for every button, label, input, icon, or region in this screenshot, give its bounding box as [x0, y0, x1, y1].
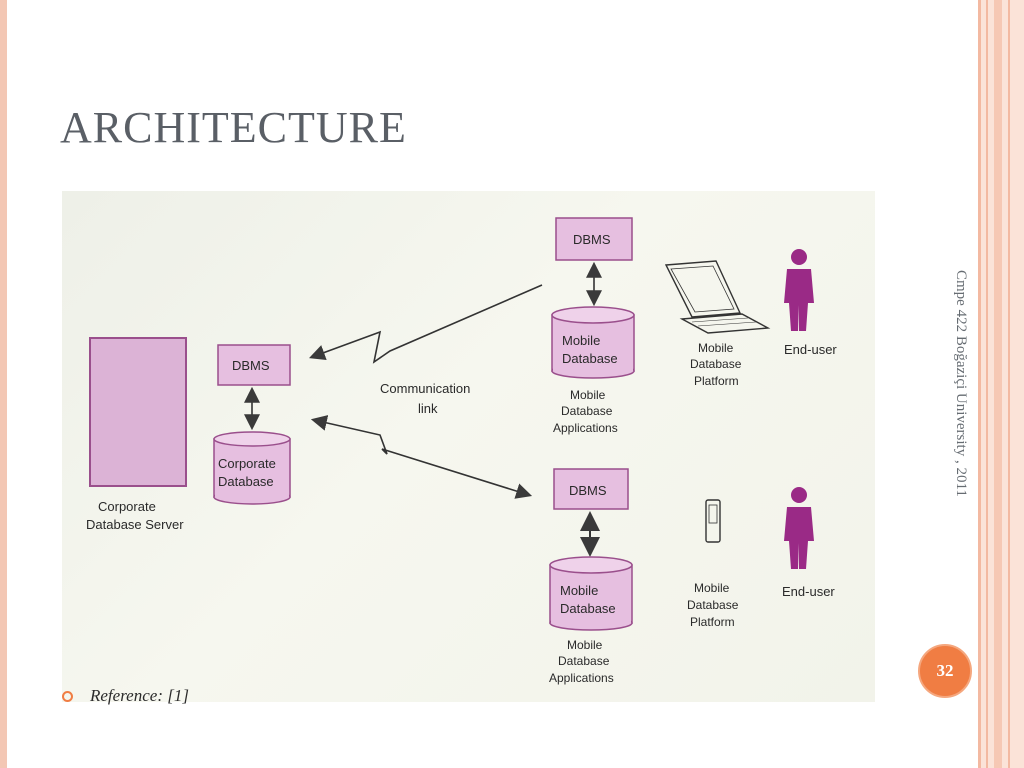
- bottom-apps-line2: Database: [558, 654, 610, 668]
- bullet-icon: [62, 690, 73, 702]
- top-platform-line3: Platform: [694, 374, 739, 388]
- corporate-database-cylinder: [213, 431, 291, 505]
- top-platform-line1: Mobile: [698, 341, 734, 355]
- top-apps-line1: Mobile: [570, 388, 606, 402]
- right-frame-border: [978, 0, 1024, 768]
- architecture-diagram: Corporate Database Server DBMS Corporate…: [62, 191, 875, 702]
- top-dbms-label: DBMS: [573, 232, 611, 247]
- comm-link-arrow-bottom: [310, 415, 533, 499]
- bottom-mobile-database-cylinder: [549, 556, 633, 631]
- corporate-server-box: [89, 337, 187, 487]
- server-label-line2: Database Server: [86, 517, 184, 532]
- slide-title: ARCHITECTURE: [60, 103, 407, 152]
- top-mobile-db-line2: Database: [562, 351, 618, 366]
- bottom-apps-line1: Mobile: [567, 638, 603, 652]
- bottom-apps-line3: Applications: [549, 671, 614, 685]
- bottom-platform-line3: Platform: [690, 615, 735, 629]
- page-number-badge: 32: [918, 644, 972, 698]
- corporate-dbms-label: DBMS: [232, 358, 270, 373]
- comm-link-line2: link: [418, 401, 438, 416]
- left-frame-stripe: [0, 0, 7, 768]
- top-mobile-database-cylinder: [551, 306, 635, 379]
- bottom-dbms-box: [553, 468, 629, 510]
- corporate-db-line1: Corporate: [218, 456, 276, 471]
- top-mobile-db-line1: Mobile: [562, 333, 600, 348]
- bottom-platform-line1: Mobile: [694, 581, 730, 595]
- mobile-phone-icon: [705, 499, 721, 543]
- course-footer-vertical: Cmpe 422 Boğaziçi University , 2011: [953, 270, 969, 497]
- bottom-mobile-db-line1: Mobile: [560, 583, 598, 598]
- server-label-line1: Corporate: [98, 499, 156, 514]
- top-end-user-label: End-user: [784, 342, 837, 357]
- bottom-dbms-label: DBMS: [569, 483, 607, 498]
- reference-line: Reference: [1]: [62, 686, 189, 706]
- laptop-icon: [664, 260, 771, 334]
- comm-link-arrow-top: [308, 284, 543, 364]
- corporate-dbms-box: [217, 344, 291, 386]
- top-apps-line3: Applications: [553, 421, 618, 435]
- top-dbms-box: [555, 217, 633, 261]
- bottom-end-user-icon: [784, 487, 814, 569]
- reference-text: Reference: [1]: [90, 686, 189, 705]
- top-end-user-icon: [784, 249, 814, 331]
- bottom-mobile-db-line2: Database: [560, 601, 616, 616]
- bottom-end-user-label: End-user: [782, 584, 835, 599]
- bottom-platform-line2: Database: [687, 598, 739, 612]
- comm-link-line1: Communication: [380, 381, 470, 396]
- top-apps-line2: Database: [561, 404, 613, 418]
- corporate-db-line2: Database: [218, 474, 274, 489]
- diagram-canvas: Corporate Database Server DBMS Corporate…: [86, 217, 837, 685]
- top-platform-line2: Database: [690, 357, 742, 371]
